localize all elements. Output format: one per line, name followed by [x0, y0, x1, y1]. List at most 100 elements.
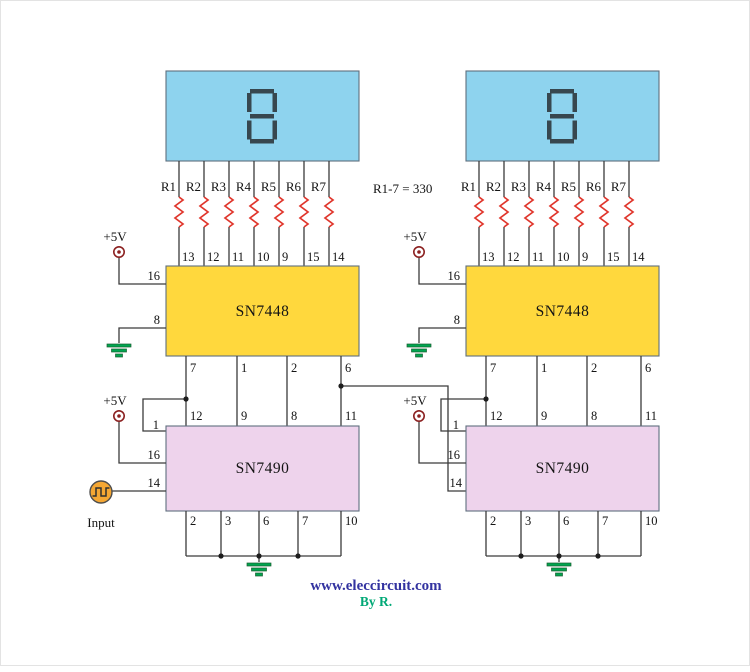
left-decoder-pin14: 14	[332, 250, 345, 264]
right-resistor-r7	[624, 196, 634, 228]
left-r2-label: R2	[186, 179, 201, 194]
cascade-junction-dot	[338, 383, 344, 389]
right-decoder-pin16: 16	[448, 269, 461, 283]
right-decoder-side-wires	[418, 257, 466, 343]
left-decoder-pin15: 15	[307, 250, 320, 264]
right-decoder-pin7: 7	[490, 361, 496, 375]
left-resistor-r2	[199, 196, 209, 228]
square-wave-icon	[92, 487, 110, 497]
right-decoder-pin10: 10	[557, 250, 570, 264]
right-sn7448-chip	[465, 265, 660, 357]
right-counter-pin12: 12	[490, 409, 503, 423]
right-bcd-bus-wires	[485, 356, 642, 426]
right-r5-label: R5	[561, 179, 576, 194]
right-resistor-r4	[549, 196, 559, 228]
left-resistor-r7	[324, 196, 334, 228]
left-decoder-pin12: 12	[207, 250, 220, 264]
left-decoder-pin1: 1	[241, 361, 247, 375]
right-counter-side-wires	[418, 421, 466, 464]
right-r3-label: R3	[511, 179, 526, 194]
left-counter-vcc-label: +5V	[103, 393, 127, 408]
right-counter-pin2: 2	[490, 514, 496, 528]
left-decoder-side-wires	[118, 257, 166, 343]
right-decoder-vcc-icon	[412, 246, 426, 259]
right-decoder-pin12: 12	[507, 250, 520, 264]
right-decoder-pin8: 8	[454, 313, 460, 327]
right-decoder-pin2: 2	[591, 361, 597, 375]
right-bus-dot	[556, 553, 562, 559]
left-sn7490-label: SN7490	[236, 460, 290, 477]
right-counter-pin6: 6	[563, 514, 569, 528]
left-counter-side-wires	[112, 421, 166, 492]
right-r7-label: R7	[611, 179, 627, 194]
left-bus-ground-icon	[246, 562, 272, 577]
right-counter-pin10: 10	[645, 514, 658, 528]
right-decoder-pin9: 9	[582, 250, 588, 264]
right-ground-bus-wires	[485, 511, 642, 562]
right-decoder-ground-icon	[406, 343, 432, 358]
left-decoder-pin13: 13	[182, 250, 195, 264]
left-bcd-bus-wires	[185, 356, 342, 426]
left-r3-label: R3	[211, 179, 226, 194]
resistor-value-note: R1-7 = 330	[373, 181, 432, 196]
left-bus-dot	[295, 553, 301, 559]
left-counter-pin6: 6	[263, 514, 269, 528]
right-resistor-r1	[474, 196, 484, 228]
right-counter-pin9: 9	[541, 409, 547, 423]
right-r4-label: R4	[536, 179, 552, 194]
right-sn7490-chip	[465, 425, 660, 512]
left-counter-pin16: 16	[148, 448, 161, 462]
left-counter-pin14: 14	[148, 476, 161, 490]
left-counter-pin7: 7	[302, 514, 308, 528]
right-counter-vcc-label: +5V	[403, 393, 427, 408]
left-unit: R1 R2 R3 R4 R5 R6 R7 13 12 11 10 9 15 14…	[87, 70, 360, 577]
right-decoder-pin1: 1	[541, 361, 547, 375]
right-junction-dot	[483, 396, 489, 402]
right-counter-pin11: 11	[645, 409, 657, 423]
left-resistor-wires	[178, 161, 330, 266]
left-counter-pin2: 2	[190, 514, 196, 528]
left-resistor-r6	[299, 196, 309, 228]
right-decoder-pin15: 15	[607, 250, 620, 264]
left-r4-label: R4	[236, 179, 252, 194]
left-junction-dot	[183, 396, 189, 402]
left-decoder-pin6: 6	[345, 361, 351, 375]
right-decoder-vcc-label: +5V	[403, 229, 427, 244]
left-decoder-pin8: 8	[154, 313, 160, 327]
left-resistor-r1	[174, 196, 184, 228]
right-r1-label: R1	[461, 179, 476, 194]
left-decoder-ground-icon	[106, 343, 132, 358]
left-counter-pin11: 11	[345, 409, 357, 423]
right-resistor-wires	[478, 161, 630, 266]
left-counter-pin3: 3	[225, 514, 231, 528]
left-counter-pin9: 9	[241, 409, 247, 423]
right-bus-dot	[518, 553, 524, 559]
left-sn7448-chip	[165, 265, 360, 357]
left-decoder-vcc-label: +5V	[103, 229, 127, 244]
left-decoder-pin16: 16	[148, 269, 161, 283]
left-counter-vcc-icon	[113, 409, 125, 423]
cascade-wire	[341, 385, 466, 492]
left-bus-dot	[256, 553, 262, 559]
left-counter-pin10: 10	[345, 514, 358, 528]
right-sn7490-label: SN7490	[536, 460, 590, 477]
left-decoder-pin11: 11	[232, 250, 244, 264]
left-decoder-pin9: 9	[282, 250, 288, 264]
left-decoder-vcc-icon	[113, 246, 125, 259]
left-decoder-pin2: 2	[291, 361, 297, 375]
author-byline: By R.	[360, 594, 392, 609]
left-ground-bus-wires	[185, 511, 342, 562]
right-resistor-r2	[499, 196, 509, 228]
right-decoder-pin14: 14	[632, 250, 645, 264]
left-sn7448-label: SN7448	[236, 303, 290, 320]
right-unit: R1 R2 R3 R4 R5 R6 R7 13 12 11 10 9 15 14…	[403, 70, 660, 577]
left-decoder-pin10: 10	[257, 250, 270, 264]
right-counter-pin8: 8	[591, 409, 597, 423]
left-r1-label: R1	[161, 179, 176, 194]
right-counter-pin1: 1	[453, 418, 459, 432]
right-counter-pin3: 3	[525, 514, 531, 528]
right-sn7448-label: SN7448	[536, 303, 590, 320]
right-decoder-pin6: 6	[645, 361, 651, 375]
left-counter-pin1-loop	[142, 398, 186, 432]
